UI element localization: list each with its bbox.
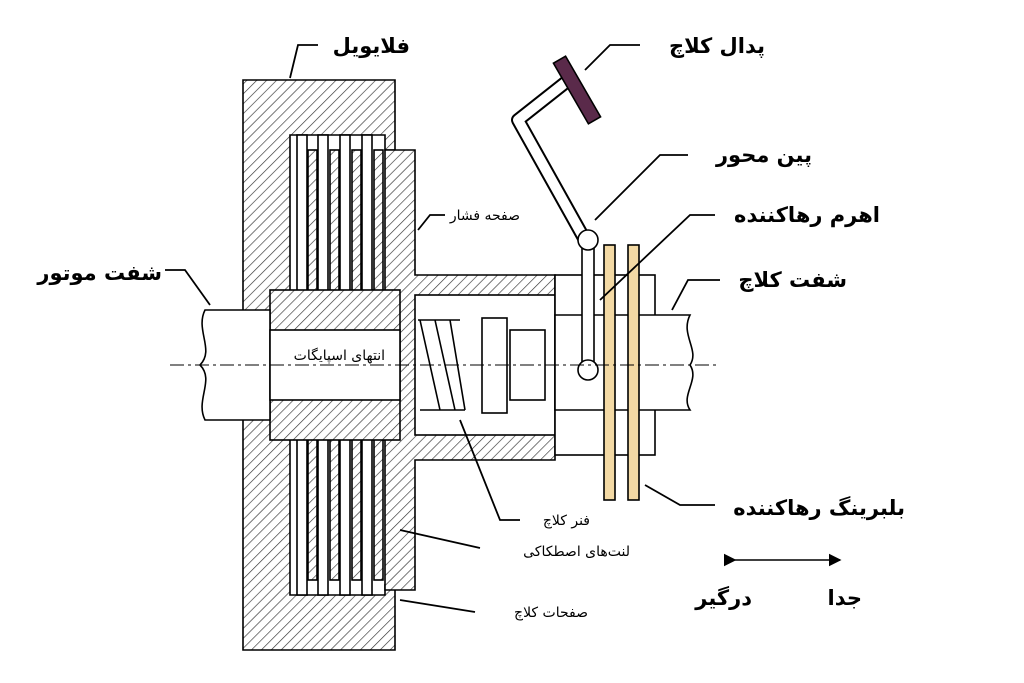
label-release-bearing: بلبرینگ رهاکننده [733, 495, 905, 520]
label-disengaged: جدا [828, 586, 862, 610]
label-pressure-plate: صفحه فشار [449, 208, 520, 224]
leader-lines [165, 44, 720, 613]
clutch-shaft [554, 314, 694, 411]
clutch-pedal-pad [552, 55, 602, 125]
label-clutch-spring: فنر کلاچ [543, 513, 590, 529]
label-friction-linings: لنت‌های اصطکاکی [523, 544, 630, 560]
label-clutch-plates: صفحات کلاچ [514, 605, 588, 621]
clutch-plates-bottom [296, 424, 384, 596]
pivot-pin [577, 229, 599, 251]
label-clutch-pedal: پدال کلاچ [669, 34, 765, 59]
release-lever [581, 239, 595, 371]
release-bearing-plate-2 [627, 244, 640, 501]
label-engine-shaft: شفت موتور [36, 261, 162, 285]
label-flywheel: فلایویل [333, 34, 410, 58]
release-bearing-plate-1 [603, 244, 616, 501]
label-clutch-shaft: شفت کلاچ [738, 268, 847, 293]
label-release-lever: اهرم رهاکننده [734, 203, 880, 227]
label-engaged: درگیر [694, 585, 752, 610]
label-spigot-end: انتهای اسپایگات [294, 347, 385, 364]
label-pivot-pin: پین محور [715, 143, 812, 167]
engine-shaft [198, 309, 271, 421]
clutch-plates-top [296, 134, 384, 306]
